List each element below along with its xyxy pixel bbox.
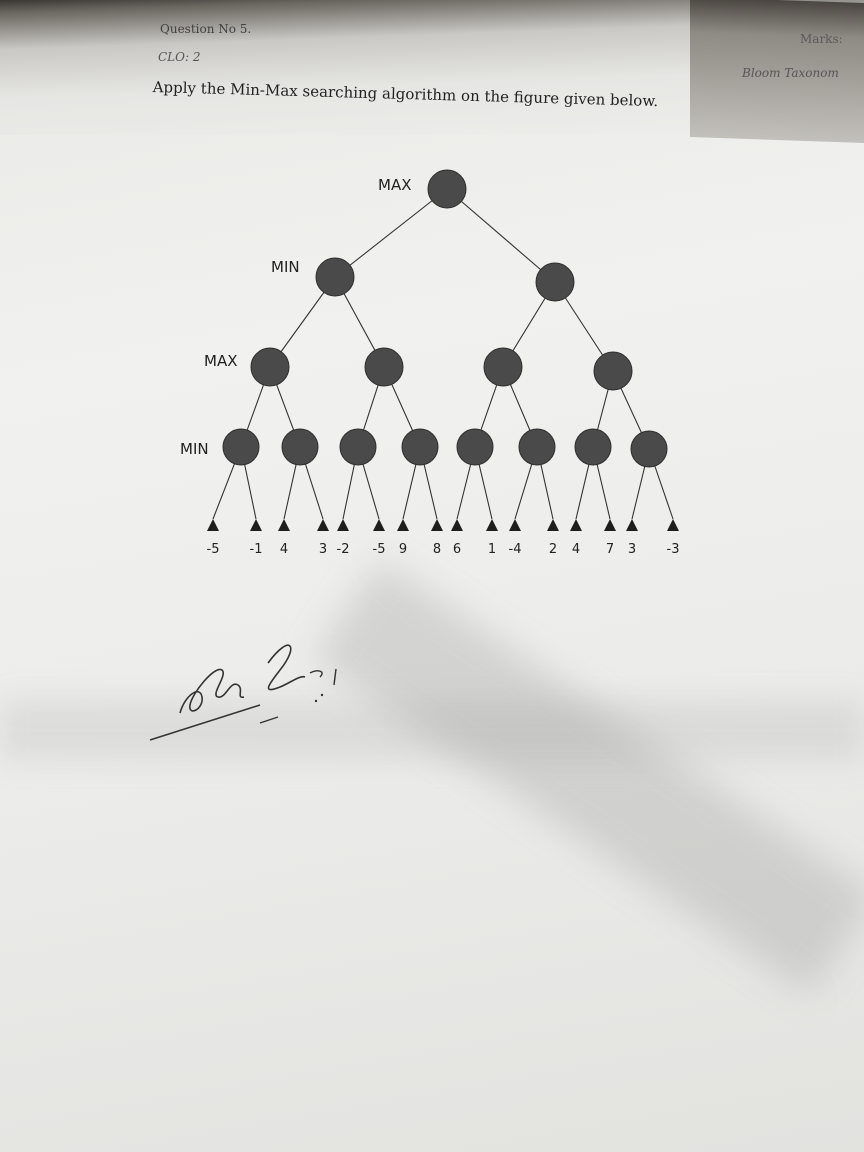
leaf-value-2: 4: [280, 542, 288, 557]
leaf-triangle-2: [278, 519, 290, 531]
node-max-0: [250, 347, 290, 387]
leaf-value-1: -1: [250, 542, 263, 557]
leaf-triangle-8: [451, 519, 463, 531]
node-min-leafparent-4: [456, 428, 494, 466]
clo-label: CLO: 2: [158, 50, 201, 64]
leaf-value-4: -2: [337, 542, 350, 557]
node-min-leafparent-5: [518, 428, 556, 466]
leaf-value-15: -3: [667, 542, 680, 557]
marks-label: Marks:: [800, 32, 843, 46]
level-label-min-1: MIN: [271, 258, 300, 276]
node-min-leafparent-2: [339, 428, 377, 466]
leaf-value-0: -5: [207, 542, 220, 557]
leaf-value-8: 6: [453, 542, 461, 557]
node-min-leafparent-0: [222, 428, 260, 466]
leaf-triangle-3: [317, 519, 329, 531]
leaf-value-5: -5: [373, 542, 386, 557]
leaf-value-13: 7: [606, 542, 614, 557]
node-min-0: [315, 257, 355, 297]
tree-nodes: [222, 169, 668, 468]
leaf-value-11: 2: [549, 542, 557, 557]
node-min-leafparent-3: [401, 428, 439, 466]
leaf-triangle-1: [250, 519, 262, 531]
leaf-value-9: 1: [488, 542, 496, 557]
leaf-value-6: 9: [399, 542, 407, 557]
leaf-value-3: 3: [319, 542, 327, 557]
leaf-triangle-11: [547, 519, 559, 531]
edge-root-0: [334, 188, 448, 278]
leaf-triangle-4: [337, 519, 349, 531]
node-root-max: [427, 169, 467, 209]
question-number: Question No 5.: [160, 22, 252, 36]
leaf-triangle-0: [207, 519, 219, 531]
leaf-triangle-13: [604, 519, 616, 531]
node-min-1: [535, 262, 575, 302]
leaf-triangle-7: [431, 519, 443, 531]
leaf-triangle-5: [373, 519, 385, 531]
level-label-max-root: MAX: [378, 176, 411, 194]
leaf-value-10: -4: [509, 542, 522, 557]
leaf-value-12: 4: [572, 542, 580, 557]
node-min-leafparent-7: [630, 430, 668, 468]
leaf-triangle-6: [397, 519, 409, 531]
level-label-max-2: MAX: [204, 352, 237, 370]
leaf-triangle-9: [486, 519, 498, 531]
node-min-leafparent-1: [281, 428, 319, 466]
bloom-taxonomy-label: Bloom Taxonom: [742, 66, 839, 80]
node-max-2: [483, 347, 523, 387]
node-max-1: [364, 347, 404, 387]
edge-root-1: [446, 188, 556, 283]
leaf-triangle-12: [570, 519, 582, 531]
paper-crease: [0, 700, 864, 760]
leaf-triangle-10: [509, 519, 521, 531]
node-max-3: [593, 351, 633, 391]
leaf-value-14: 3: [628, 542, 636, 557]
leaf-value-7: 8: [433, 542, 441, 557]
signature: [149, 644, 337, 741]
leaf-triangle-14: [626, 519, 638, 531]
leaf-triangle-15: [667, 519, 679, 531]
level-label-min-3: MIN: [180, 440, 209, 458]
node-min-leafparent-6: [574, 428, 612, 466]
